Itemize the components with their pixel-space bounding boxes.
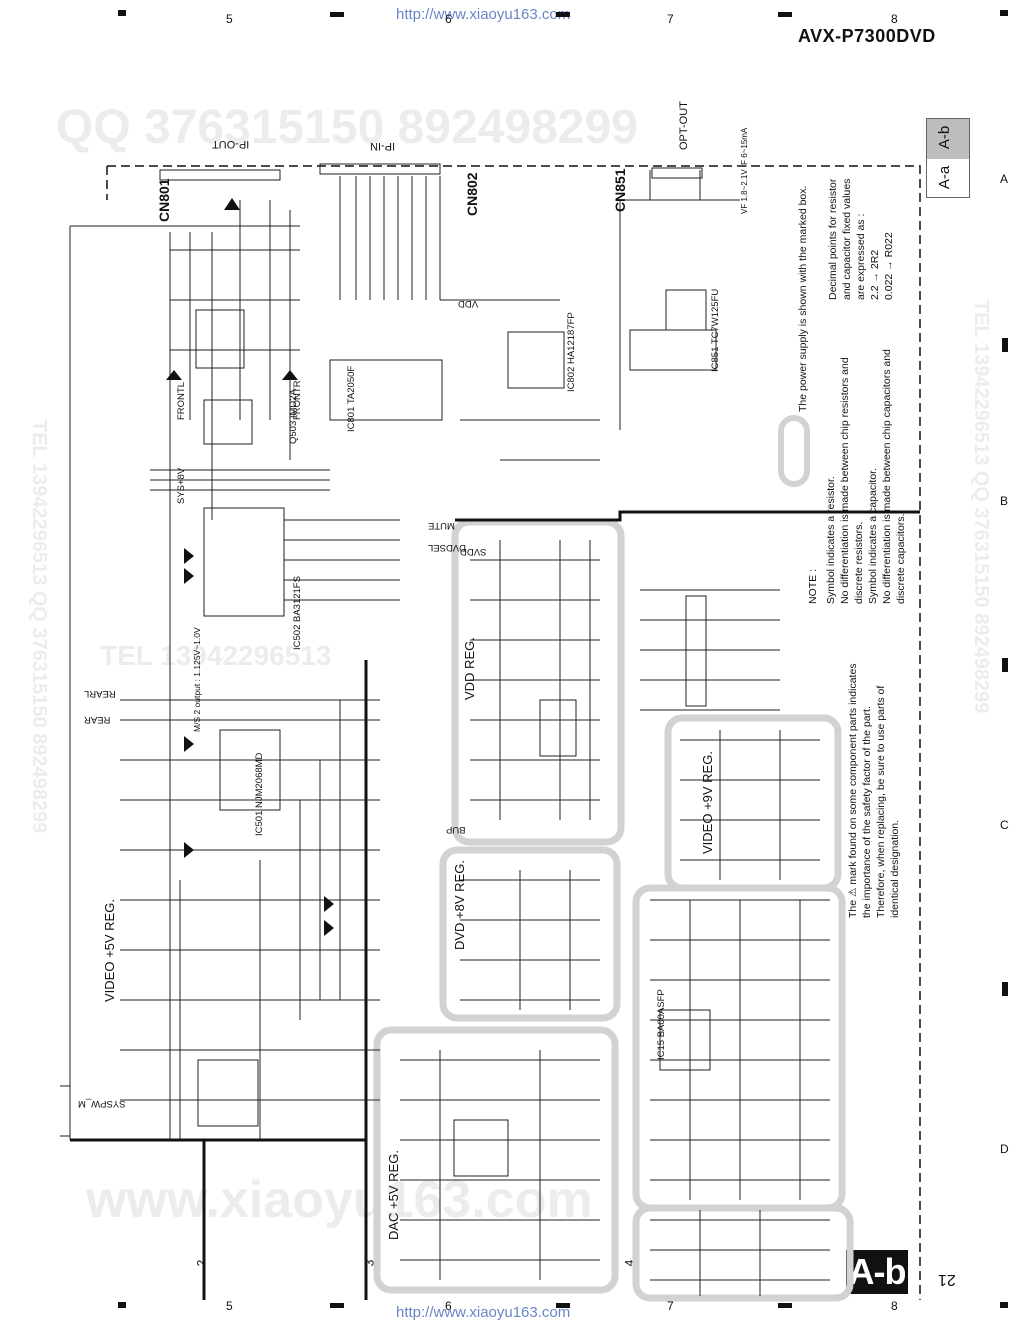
decimal-note-line: Decimal points for resistor: [827, 178, 839, 300]
connector-cn801-name: IP-OUT: [212, 138, 250, 150]
power-box-vdd: [451, 518, 625, 846]
header-url[interactable]: http://www.xiaoyu163.com: [396, 6, 571, 23]
decimal-note-line: and capacitor fixed values: [841, 178, 853, 300]
watermark-qq: QQ 376315150 892498299: [56, 101, 638, 154]
net-label: FRONTL: [176, 382, 187, 420]
column-number: 8: [891, 12, 898, 26]
connector-cn802-label: CN802: [464, 172, 480, 216]
column-number: 7: [667, 12, 674, 26]
row-letter: D: [1000, 1142, 1009, 1156]
column-number: 6: [445, 1299, 452, 1313]
power-box-dac: [373, 1026, 619, 1294]
ic-label: IC501 NJM2068MD: [254, 752, 265, 836]
ic-label: IC801 TA2050F: [346, 365, 357, 432]
ic-label: IC502 BA3121FS: [292, 576, 303, 650]
connector-cn851-note: VF 1.8~2.1V IF 6~15mA: [740, 127, 749, 214]
registration-mark: [778, 12, 792, 17]
safety-note-line: identical designation.: [889, 819, 901, 918]
block-video-reg-right: VIDEO +9V REG.: [700, 751, 715, 854]
registration-mark: [330, 1303, 344, 1308]
watermark-tel: TEL 13942296513: [100, 640, 332, 671]
section-tab-highlight: [927, 119, 969, 159]
power-marked-box-sample: [778, 415, 810, 487]
power-box-dvd: [439, 846, 621, 1022]
power-box-video9: [664, 714, 842, 892]
section-badge: A-b: [846, 1250, 908, 1294]
note-line: No differentiation is made between chip …: [839, 357, 851, 604]
block-dac-reg: DAC +5V REG.: [386, 1150, 401, 1240]
block-dvd-reg: DVD +8V REG.: [452, 860, 467, 950]
note-line: No differentiation is made between chip …: [881, 349, 893, 604]
net-label: FRONTR: [292, 380, 303, 420]
column-number: 5: [226, 1299, 233, 1313]
watermark-web: www.xiaoyu163.com: [86, 1171, 593, 1229]
registration-mark: [330, 12, 344, 17]
registration-mark: [1000, 10, 1008, 16]
net-label: VDD: [458, 298, 479, 309]
note-title: NOTE :: [807, 568, 819, 604]
registration-mark: [1002, 658, 1008, 672]
net-label: SYS+8V: [176, 467, 187, 504]
registration-mark: [556, 1303, 570, 1308]
connector-cn802-name: IP-IN: [370, 140, 396, 152]
power-box-lower: [632, 1204, 854, 1302]
connector-cn851-label: CN851: [612, 168, 628, 212]
power-note: The power supply is shown with the marke…: [797, 185, 809, 412]
note-lines: Symbol indicates a resistor. No differen…: [824, 349, 908, 604]
net-label: REARL: [84, 688, 116, 699]
column-number: 7: [667, 1299, 674, 1313]
model-name: AVX-P7300DVD: [798, 26, 936, 46]
registration-mark: [118, 10, 126, 16]
row-letter: B: [1000, 494, 1009, 508]
ic-label: IC15 BA00ASFP: [656, 989, 667, 1060]
section-tab: A-b A-a: [926, 118, 970, 198]
net-label: REAR: [84, 714, 111, 725]
registration-mark: [778, 1303, 792, 1308]
note-line: discrete resistors.: [853, 521, 865, 604]
ms-output-note: M/S 2 output : 1.125V~1.0V: [192, 627, 202, 732]
connector-cn801-label: CN801: [156, 178, 172, 222]
net-label: MUTE: [428, 520, 455, 531]
registration-mark: [118, 1302, 126, 1308]
footer-url[interactable]: http://www.xiaoyu163.com: [396, 1304, 571, 1321]
net-label: SYSPW_M: [78, 1098, 126, 1109]
decimal-note-line: 0.022 → R022: [883, 232, 895, 300]
registration-mark: [1000, 1302, 1008, 1308]
column-number: 6: [445, 12, 452, 26]
connector-cn851-name: OPT-OUT: [678, 101, 690, 150]
registration-mark: [1002, 338, 1008, 352]
block-video-reg-left: VIDEO +5V REG.: [102, 899, 117, 1002]
registration-mark: [556, 12, 570, 17]
column-number: 5: [226, 12, 233, 26]
column-number: 8: [891, 1299, 898, 1313]
safety-note-line: Therefore, when replacing, be sure to us…: [875, 685, 887, 918]
safety-note-line: the importance of the safety factor of t…: [861, 706, 873, 918]
ic-label: IC851 TC7W125FU: [710, 288, 721, 372]
block-vdd-reg: VDD REG.: [462, 637, 477, 700]
note-line: Symbol indicates a resistor.: [825, 476, 837, 604]
row-letter: C: [1000, 818, 1009, 832]
safety-note-line: The ⚠ mark found on some component parts…: [847, 663, 859, 918]
note-block: NOTE :: [806, 569, 820, 604]
row-letter: A: [1000, 172, 1009, 186]
decimal-note: Decimal points for resistor and capacito…: [826, 179, 896, 300]
note-line: discrete capacitors.: [895, 513, 907, 604]
registration-mark: [1002, 982, 1008, 996]
safety-note: The ⚠ mark found on some component parts…: [846, 663, 902, 918]
decimal-note-line: are expressed as :: [855, 213, 867, 300]
net-label: BUP: [446, 824, 466, 835]
ic-label: IC802 HA12187FP: [566, 312, 577, 392]
net-label: SVDD: [460, 546, 487, 557]
decimal-note-line: 2.2 → 2R2: [869, 249, 881, 300]
note-line: Symbol indicates a capacitor.: [867, 468, 879, 604]
